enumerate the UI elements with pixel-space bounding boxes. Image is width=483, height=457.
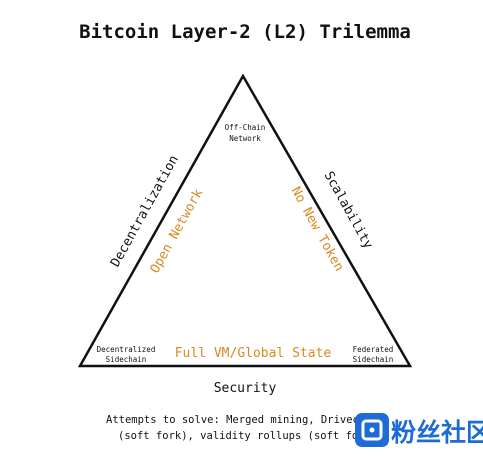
watermark-logo-inner [361, 419, 383, 441]
trilemma-triangle [77, 73, 413, 368]
caption-line2: (soft fork), validity rollups (soft fo [118, 430, 358, 442]
vertex-bottom-right-line1: Federated [353, 345, 394, 354]
vertex-top-line1: Off-Chain [225, 123, 266, 132]
watermark-logo-dot [369, 427, 375, 433]
caption-line1: Attempts to solve: Merged mining, Drivec… [106, 414, 365, 426]
watermark-text: 粉丝社区 [391, 418, 483, 447]
diagram-title: Bitcoin Layer-2 (L2) Trilemma [79, 21, 411, 43]
axis-label-bottom: Security [214, 381, 277, 396]
vertex-bottom-left-line2: Sidechain [106, 355, 147, 364]
vertex-bottom-left-line1: Decentralized [97, 345, 156, 354]
inner-label-bottom: Full VM/Global State [175, 346, 332, 361]
vertex-bottom-right-line2: Sidechain [353, 355, 394, 364]
vertex-top-line2: Network [229, 134, 261, 143]
watermark: 粉丝社区 [355, 413, 483, 447]
